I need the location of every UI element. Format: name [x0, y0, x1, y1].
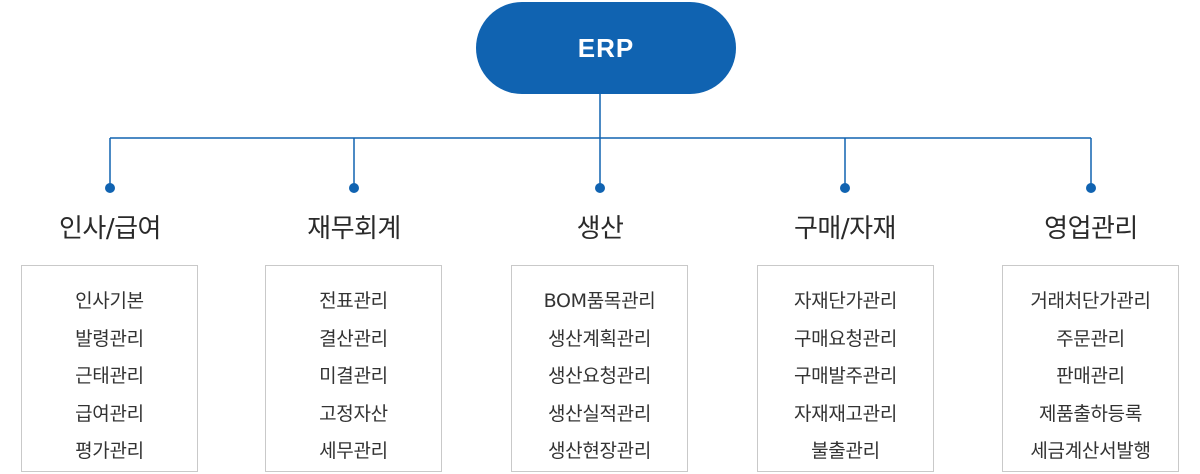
branch-dot-production	[595, 183, 605, 193]
module-item: 거래처단가관리	[1030, 290, 1151, 312]
module-item: 세금계산서발행	[1030, 440, 1151, 462]
module-box-sales: 거래처단가관리 주문관리 판매관리 제품출하등록 세금계산서발행	[1002, 265, 1179, 472]
module-item: 자재단가관리	[793, 290, 898, 312]
module-box-production: BOM품목관리 생산계획관리 생산요청관리 생산실적관리 생산현장관리	[511, 265, 688, 472]
module-item: 구매요청관리	[793, 327, 898, 350]
module-item: 급여관리	[75, 402, 144, 425]
module-title-sales: 영업관리	[1044, 214, 1138, 244]
branch-dot-sales	[1086, 183, 1096, 193]
module-title-hr: 인사/급여	[59, 214, 161, 244]
module-item: 불출관리	[811, 440, 880, 462]
module-item: 생산요청관리	[547, 365, 652, 387]
module-item: 판매관리	[1056, 365, 1125, 387]
module-title-purchasing: 구매/자재	[794, 214, 896, 244]
module-item: 결산관리	[319, 327, 388, 350]
module-box-finance: 전표관리 결산관리 미결관리 고정자산 세무관리	[265, 265, 442, 472]
module-title-production: 생산	[576, 214, 624, 244]
module-item: 세무관리	[319, 440, 388, 462]
module-item: 주문관리	[1056, 327, 1125, 350]
module-item: 생산현장관리	[547, 440, 652, 462]
module-item: 제품출하등록	[1038, 402, 1143, 425]
module-item: 고정자산	[319, 402, 388, 425]
module-item: 발령관리	[75, 327, 144, 350]
module-item: 구매발주관리	[793, 365, 898, 387]
branch-dot-hr	[105, 183, 115, 193]
module-item: 전표관리	[319, 290, 388, 312]
module-item: 생산계획관리	[547, 327, 652, 350]
module-box-purchasing: 자재단가관리 구매요청관리 구매발주관리 자재재고관리 불출관리	[757, 265, 934, 472]
erp-root-node: ERP	[476, 2, 736, 94]
module-item: 자재재고관리	[793, 402, 898, 425]
module-item: BOM품목관리	[543, 290, 656, 312]
module-item: 생산실적관리	[547, 402, 652, 425]
module-item: 인사기본	[75, 290, 144, 312]
module-item: 미결관리	[319, 365, 388, 387]
branch-dot-finance	[349, 183, 359, 193]
module-item: 평가관리	[75, 440, 144, 462]
branch-dot-purchasing	[840, 183, 850, 193]
module-title-finance: 재무회계	[307, 214, 401, 244]
module-item: 근태관리	[75, 365, 144, 387]
module-box-hr: 인사기본 발령관리 근태관리 급여관리 평가관리	[21, 265, 198, 472]
